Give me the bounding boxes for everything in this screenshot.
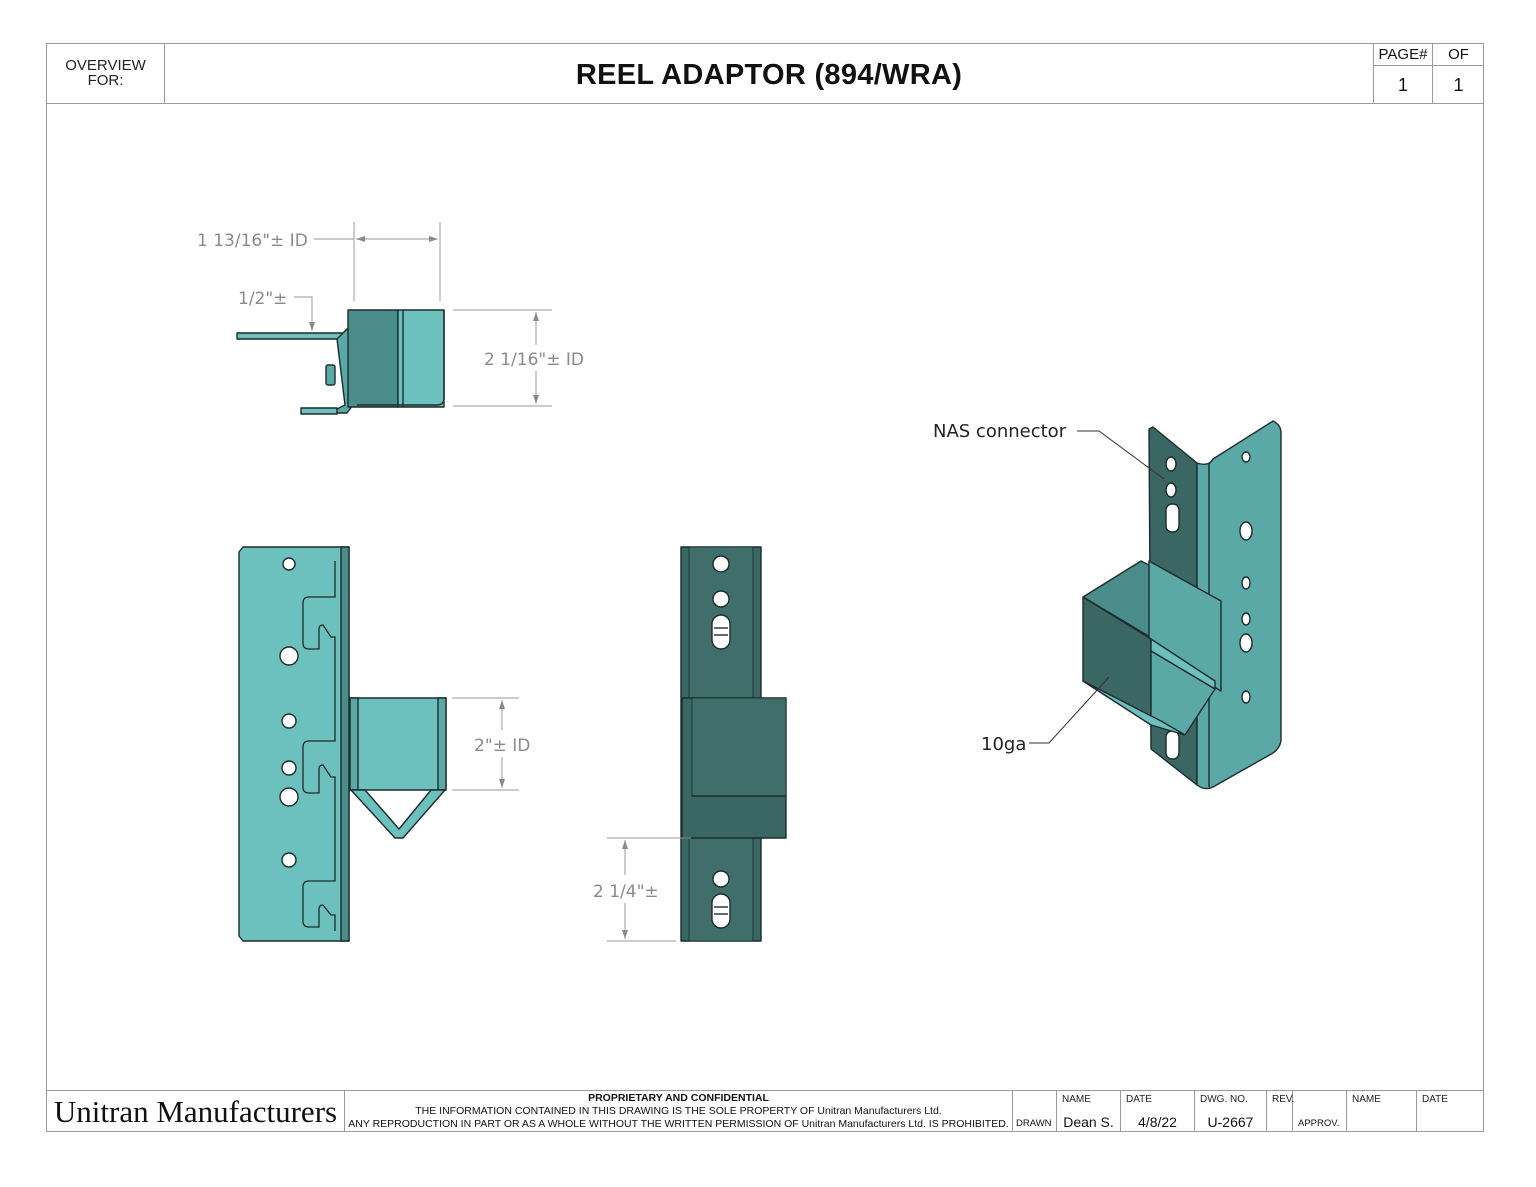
nas-connector-leader — [1077, 430, 1165, 480]
page-of-value: 1 — [1432, 66, 1484, 104]
top-view-channel-left — [347, 309, 399, 408]
overview-line2: FOR: — [87, 72, 124, 89]
drawing-sheet: OVERVIEW FOR: REEL ADAPTOR (894/WRA) PAG… — [46, 43, 1484, 1132]
approv-date-label: DATE — [1422, 1094, 1448, 1105]
proprietary-line1: THE INFORMATION CONTAINED IN THIS DRAWIN… — [415, 1105, 942, 1117]
iso-hole-left-1 — [1165, 456, 1177, 472]
dwg-no-cell: DWG. NO. U-2667 — [1195, 1090, 1267, 1132]
page-number-value: 1 — [1373, 66, 1432, 104]
dwg-no-value: U-2667 — [1207, 1114, 1254, 1130]
iso-gusset-edge — [1082, 680, 1186, 736]
drawing-title: REEL ADAPTOR (894/WRA) — [165, 44, 1373, 104]
side-view-slot-contour — [302, 561, 336, 931]
front-view-hole-2 — [712, 590, 730, 608]
iso-hole-right-1 — [1241, 451, 1251, 463]
top-view-flange — [236, 332, 344, 340]
side-view-channel — [349, 697, 447, 791]
drawn-name-cell: NAME Dean S. — [1057, 1090, 1121, 1132]
proprietary-title: PROPRIETARY AND CONFIDENTIAL — [588, 1092, 769, 1104]
front-view-slot-2 — [711, 893, 731, 929]
top-height-arrow-bottom — [533, 395, 539, 404]
iso-right-face — [1196, 420, 1282, 790]
side-height-dim-text: 2"± ID — [474, 736, 530, 756]
iso-hole-right-6 — [1241, 690, 1251, 704]
top-offset-leader — [294, 296, 313, 331]
iso-hole-right-5 — [1239, 633, 1253, 653]
drawn-label: DRAWN — [1016, 1118, 1052, 1129]
drawn-name-value: Dean S. — [1063, 1114, 1114, 1130]
front-offset-arrow-top — [622, 840, 628, 849]
front-view-slot-1 — [711, 614, 731, 650]
side-view-hole-5 — [279, 787, 299, 807]
gauge-leader — [1029, 676, 1110, 744]
front-view-hole-1 — [712, 555, 730, 573]
approv-name-label: NAME — [1352, 1094, 1381, 1105]
iso-hole-right-4 — [1241, 612, 1251, 626]
approv-cell: APPROV. — [1293, 1090, 1347, 1132]
page-number-label: PAGE# — [1373, 44, 1432, 66]
drawn-cell: DRAWN — [1013, 1090, 1057, 1132]
side-view-hole-1 — [282, 557, 296, 571]
gauge-label: 10ga — [981, 734, 1026, 755]
top-view-short-flange — [300, 407, 338, 415]
drawn-date-cell: DATE 4/8/22 — [1121, 1090, 1195, 1132]
iso-hole-right-2 — [1239, 521, 1253, 541]
side-view-hole-6 — [281, 852, 297, 868]
front-view-hole-3 — [712, 870, 730, 888]
iso-slot-left-1 — [1165, 503, 1180, 533]
front-offset-dim-text: 2 1/4"± — [593, 882, 659, 902]
top-height-arrow-top — [533, 312, 539, 321]
iso-hole-right-3 — [1241, 576, 1251, 590]
top-width-arrow-right — [429, 236, 438, 242]
side-view-plate — [238, 546, 350, 942]
side-view-channel-lip — [437, 697, 447, 791]
side-view-hole-4 — [281, 760, 297, 776]
side-view-hole-2 — [279, 646, 299, 666]
top-width-dim-text: 1 13/16"± ID — [197, 231, 308, 251]
side-height-arrow-top — [499, 700, 505, 709]
company-name: Unitran Manufacturers — [47, 1090, 345, 1132]
top-view-stud — [325, 364, 336, 386]
side-view-v-gusset — [350, 789, 446, 839]
dwg-no-label: DWG. NO. — [1200, 1094, 1248, 1105]
approv-date-cell: DATE — [1417, 1090, 1484, 1132]
top-height-dim-text: 2 1/16"± ID — [484, 350, 584, 370]
approv-name-cell: NAME — [1347, 1090, 1417, 1132]
front-view: 2 1/4"± — [593, 546, 787, 942]
drawn-date-value: 4/8/22 — [1138, 1114, 1177, 1130]
top-width-arrow-left — [356, 236, 365, 242]
drawing-area: 1 13/16"± ID 1/2"± 2 1/16"± ID — [197, 222, 1282, 942]
approv-label: APPROV. — [1298, 1118, 1340, 1129]
rev-label: REV. — [1272, 1094, 1295, 1105]
iso-slot-left-2 — [1165, 730, 1180, 760]
side-view-hole-3 — [281, 713, 297, 729]
front-offset-arrow-bottom — [622, 930, 628, 939]
proprietary-line2: ANY REPRODUCTION IN PART OR AS A WHOLE W… — [348, 1118, 1009, 1130]
side-view-channel-wall — [349, 697, 359, 791]
side-view: 2"± ID — [238, 546, 530, 942]
drawn-date-label: DATE — [1126, 1094, 1152, 1105]
top-view-channel-right — [397, 309, 445, 408]
top-offset-arrow — [309, 322, 315, 331]
iso-hole-left-2 — [1165, 482, 1177, 498]
isometric-view: NAS connector 10ga — [933, 420, 1282, 790]
side-view-edge-flange — [340, 546, 350, 942]
rev-cell: REV. — [1267, 1090, 1295, 1132]
front-view-channel-face — [691, 697, 787, 797]
drawn-name-label: NAME — [1062, 1094, 1091, 1105]
top-view: 1 13/16"± ID 1/2"± 2 1/16"± ID — [197, 222, 584, 415]
overview-label: OVERVIEW FOR: — [47, 44, 165, 104]
top-view-bend-lip — [357, 310, 445, 406]
side-height-arrow-bottom — [499, 779, 505, 788]
nas-connector-label: NAS connector — [933, 421, 1067, 442]
page-of-label: OF — [1432, 44, 1484, 66]
proprietary-notice: PROPRIETARY AND CONFIDENTIAL THE INFORMA… — [345, 1090, 1013, 1132]
overview-line1: OVERVIEW — [65, 57, 146, 74]
top-offset-dim-text: 1/2"± — [238, 289, 287, 309]
